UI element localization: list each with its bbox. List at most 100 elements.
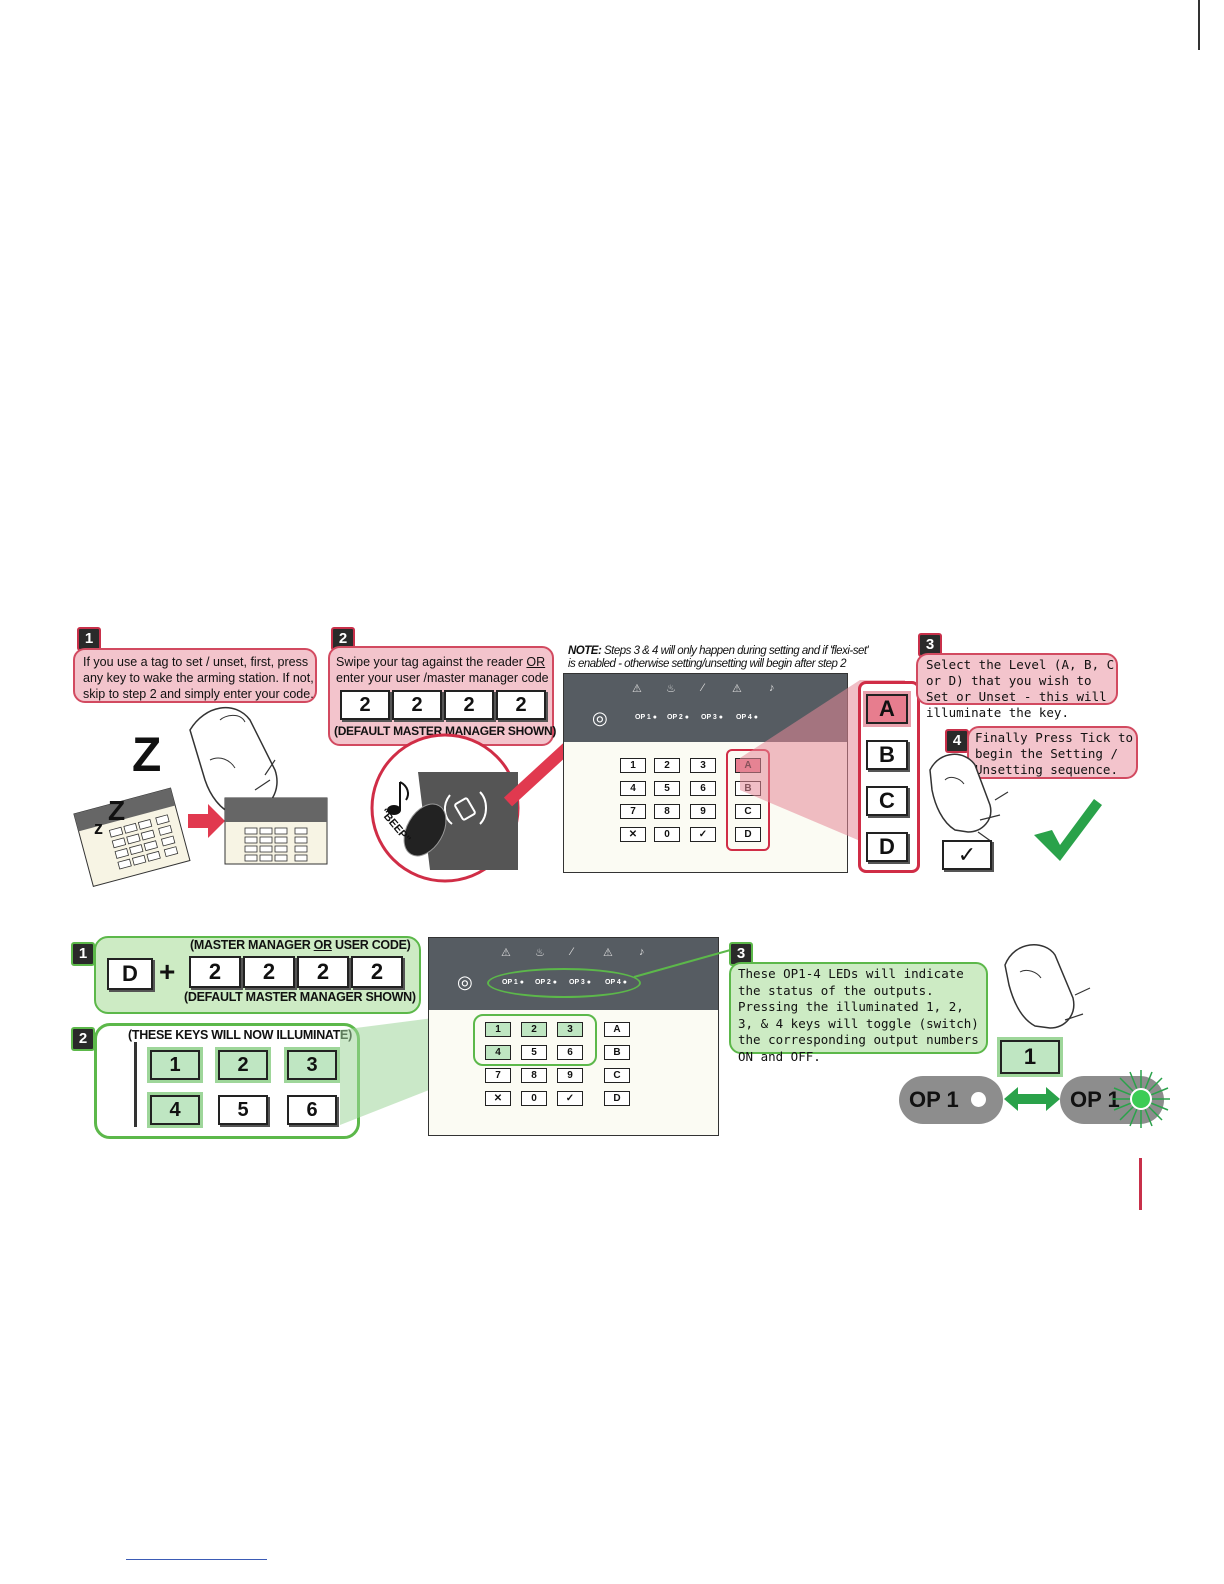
step-4-text: Finally Press Tick to begin the Setting … [975,730,1134,777]
step-1-callout: If you use a tag to set / unset, first, … [73,648,317,703]
key-5[interactable]: 5 [521,1045,547,1060]
op1-on-label: OP 1 [1070,1087,1120,1112]
keypad-bottom: ⚠ ♨ ⁄ ⚠ ♪ ◎ OP 1 ● OP 2 ● OP 3 ● OP 4 ● … [428,937,719,1136]
bottom-step-3-callout: These OP1-4 LEDs will indicate the statu… [729,962,988,1064]
bottom-divider [134,1042,137,1127]
code-digit-1: 2 [340,690,390,720]
footer-rule [126,1559,267,1560]
key-8[interactable]: 8 [521,1068,547,1083]
tag-swipe-illustration [370,733,570,883]
note: NOTE: Steps 3 & 4 will only happen durin… [568,645,869,671]
key-6-unlit: 6 [287,1095,337,1125]
op1-off-label: OP 1 [909,1087,959,1112]
key-4[interactable]: 4 [620,781,646,796]
step-3-text: Select the Level (A, B, C or D) that you… [926,657,1115,720]
illuminated-key-1: 1 [150,1050,200,1080]
key-tick[interactable]: ✓ [690,827,716,842]
key-b[interactable]: B [604,1045,630,1060]
key-5-unlit: 5 [218,1095,268,1125]
step-2-text-b: enter your user /master manager code [336,671,549,685]
bottom-key-d: D [107,958,153,990]
toggle-finger-icon [1004,944,1091,1029]
illuminated-key-3: 3 [287,1050,337,1080]
key-d[interactable]: D [735,827,761,842]
code-digit-4: 2 [496,690,546,720]
note-line-2: is enabled - otherwise setting/unsetting… [568,658,847,670]
fire-icon: ⚠ [732,683,742,695]
key-1[interactable]: 1 [620,758,646,773]
tick-key[interactable]: ✓ [942,840,992,870]
bell-icon: ♨ [535,947,545,959]
key-3[interactable]: 3 [690,758,716,773]
reader-icon [444,791,487,825]
key-8[interactable]: 8 [654,804,680,819]
awake-keypad [224,797,328,865]
key-7[interactable]: 7 [620,804,646,819]
step-4-callout: Finally Press Tick to begin the Setting … [967,726,1138,779]
bottom-code-digit-3: 2 [297,956,349,988]
fire-icon: ⚠ [603,947,613,959]
key-3[interactable]: 3 [557,1022,583,1037]
code-digit-3: 2 [444,690,494,720]
checkmark-icon [1034,799,1102,861]
bottom-code-digit-4: 2 [351,956,403,988]
key-2[interactable]: 2 [654,758,680,773]
note-line-1: Steps 3 & 4 will only happen during sett… [603,645,869,657]
bell-icon: ♨ [666,683,676,695]
arrow-right-icon [188,804,225,838]
finger-icon [189,706,278,831]
plus-sign: + [159,956,176,987]
reader-icon: ◎ [592,708,608,728]
key-7[interactable]: 7 [485,1068,511,1083]
level-d-key[interactable]: D [866,832,908,862]
code-digit-2: 2 [392,690,442,720]
key-9[interactable]: 9 [690,804,716,819]
sleep-z-large: Z [132,729,162,782]
level-b-key[interactable]: B [866,740,908,770]
step-2-or: OR [526,655,546,669]
op1-led-label: OP 1 ● [635,714,658,721]
step-2-caption: (DEFAULT MASTER MANAGER SHOWN) [334,724,557,738]
key-a[interactable]: A [604,1022,630,1037]
bottom-step-2-caption: (THESE KEYS WILL NOW ILLUMINATE) [128,1028,352,1042]
level-a-key[interactable]: A [866,694,908,724]
key-6[interactable]: 6 [690,781,716,796]
bottom-code-digit-2: 2 [243,956,295,988]
key-9[interactable]: 9 [557,1068,583,1083]
sleeping-keypad [73,787,191,888]
arrow-diagonal-icon [503,740,570,807]
key-0[interactable]: 0 [521,1091,547,1106]
bottom-step-3-text: These OP1-4 LEDs will indicate the statu… [738,966,979,1064]
key-5[interactable]: 5 [654,781,680,796]
op3-led-label: OP 3 ● [701,714,724,721]
key-d[interactable]: D [604,1091,630,1106]
page-margin-marker [1139,1158,1142,1210]
reader-icon: ◎ [457,972,473,992]
panic-icon: ♪ [769,682,775,694]
music-note-icon [387,781,409,815]
key-6[interactable]: 6 [557,1045,583,1060]
led-off-icon [971,1092,986,1107]
warning-icon: ⚠ [501,947,511,959]
key-0[interactable]: 0 [654,827,680,842]
key-c[interactable]: C [604,1068,630,1083]
note-label: NOTE: [568,645,602,657]
key-c[interactable]: C [735,804,761,819]
op2-led-label: OP 2 ● [667,714,690,721]
key-tick[interactable]: ✓ [557,1091,583,1106]
level-c-key[interactable]: C [866,786,908,816]
key-cancel[interactable]: ✕ [620,827,646,842]
key-2[interactable]: 2 [521,1022,547,1037]
step-1-number: 1 [77,627,101,651]
illuminated-key-2: 2 [218,1050,268,1080]
toggle-key-1[interactable]: 1 [1000,1040,1060,1074]
double-arrow-icon [1004,1087,1060,1111]
panic-icon: ♪ [639,946,645,958]
illuminated-key-4: 4 [150,1095,200,1125]
key-1[interactable]: 1 [485,1022,511,1037]
key-cancel[interactable]: ✕ [485,1091,511,1106]
connector-line [633,948,735,978]
warning-icon: ⚠ [632,683,642,695]
keypad-top: ⚠ ♨ ⁄ ⚠ ♪ ◎ OP 1 ● OP 2 ● OP 3 ● OP 4 ● … [563,673,848,873]
key-4[interactable]: 4 [485,1045,511,1060]
